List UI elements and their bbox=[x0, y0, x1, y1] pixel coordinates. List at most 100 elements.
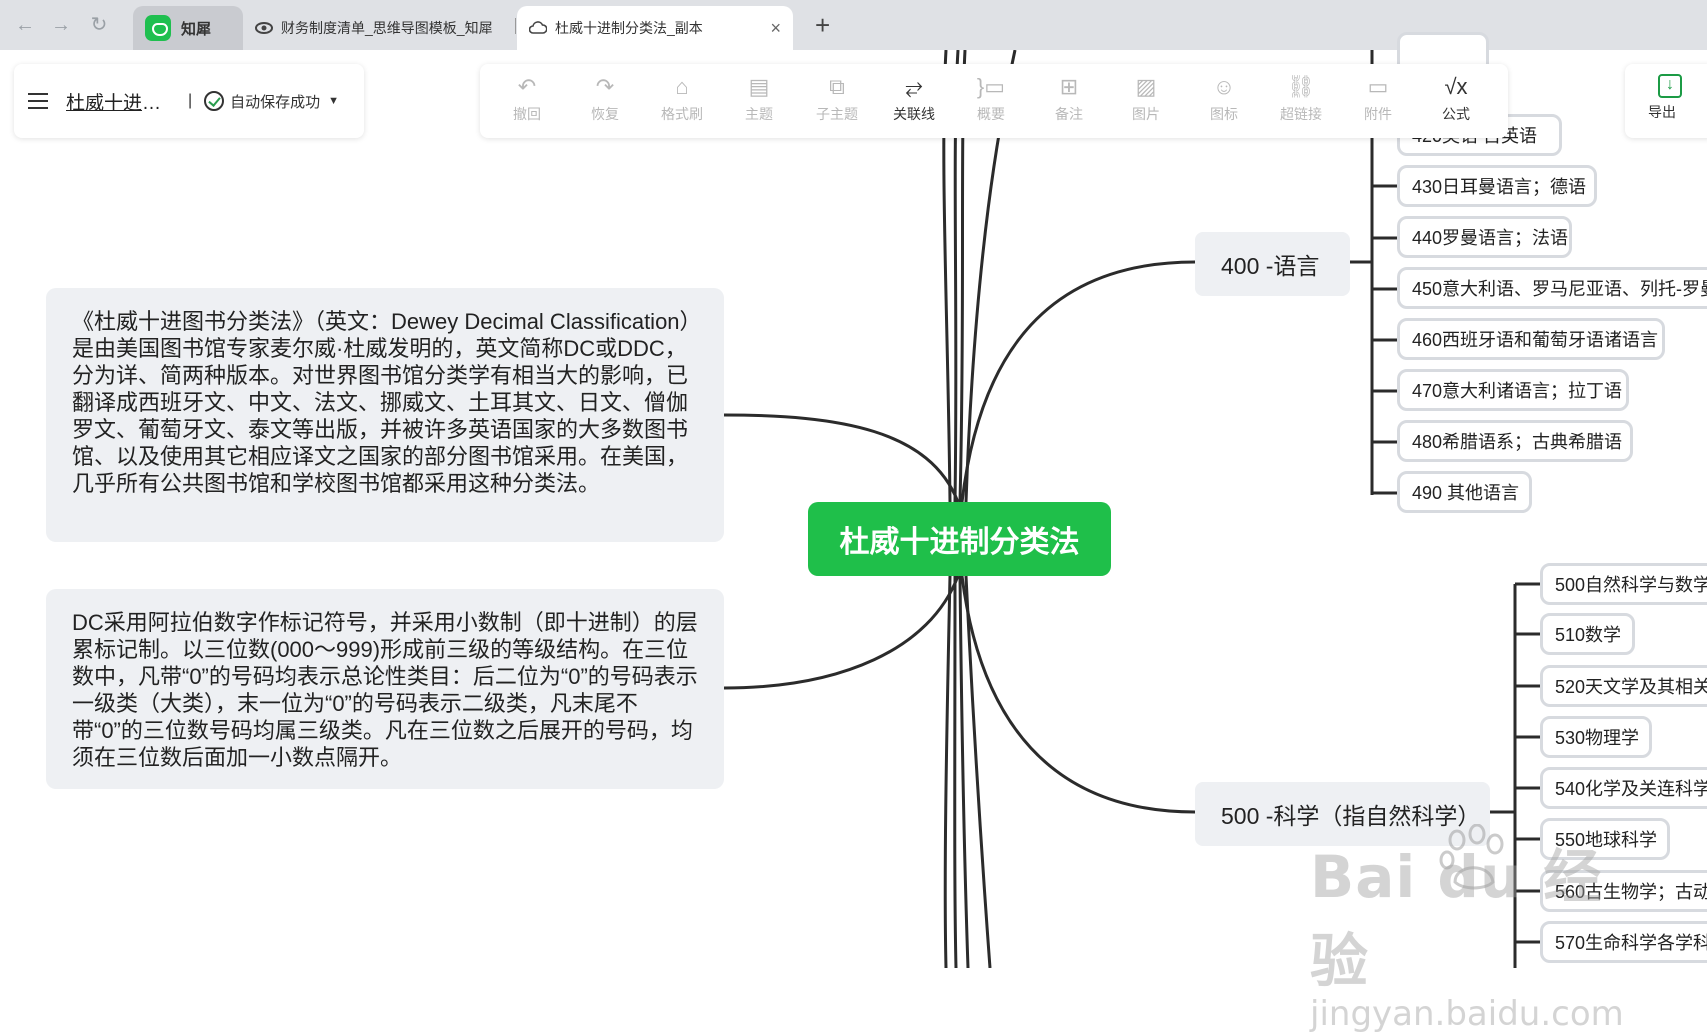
leaf-label: 440罗曼语言；法语 bbox=[1412, 228, 1569, 248]
tool-label: 图标 bbox=[1210, 106, 1238, 122]
tool-label: 附件 bbox=[1364, 106, 1392, 122]
leaf-470[interactable]: 470意大利诸语言；拉丁语 bbox=[1397, 369, 1629, 411]
tool-label: 撤回 bbox=[513, 106, 541, 122]
leaf-label: 540化学及关连科学 bbox=[1555, 779, 1707, 799]
tab-label: 知犀 bbox=[181, 20, 212, 38]
cloud-icon bbox=[529, 21, 547, 34]
forward-arrow-icon[interactable]: → bbox=[51, 14, 71, 36]
tool-label: 主题 bbox=[745, 106, 773, 122]
subtopic-icon: ⧉ bbox=[829, 74, 845, 99]
back-arrow-icon[interactable]: ← bbox=[15, 14, 35, 36]
leaf-label: 480希腊语系；古典希腊语 bbox=[1412, 432, 1623, 452]
note-notation[interactable]: DC采用阿拉伯数字作标记符号，并采用小数制（即十进制）的层累标记制。以三位数(0… bbox=[46, 589, 724, 789]
root-topic[interactable]: 杜威十进制分类法 bbox=[808, 502, 1111, 576]
redo-icon: ↷ bbox=[595, 74, 615, 99]
new-tab-button[interactable]: + bbox=[815, 10, 831, 40]
tab-label: 杜威十进制分类法_副本 bbox=[555, 20, 703, 36]
format-brush-button[interactable]: ⌂ 格式刷 bbox=[650, 72, 714, 132]
tool-label: 概要 bbox=[977, 106, 1005, 122]
leaf-label: 490 其他语言 bbox=[1412, 483, 1520, 503]
tab-finance-template[interactable]: 财务制度清单_思维导图模板_知犀 bbox=[243, 6, 513, 50]
attachment-icon: ▭ bbox=[1367, 74, 1389, 99]
emoji-icon: ☺ bbox=[1212, 74, 1236, 99]
leaf-label: 560古生物学；古动物学 bbox=[1555, 882, 1707, 902]
tool-label: 超链接 bbox=[1280, 106, 1322, 122]
tab-label: 财务制度清单_思维导图模板_知犀 bbox=[281, 20, 493, 36]
check-circle-icon bbox=[204, 91, 225, 111]
note-introduction[interactable]: 《杜威十进图书分类法》（英文：Dewey Decimal Classificat… bbox=[46, 288, 724, 542]
browser-tab-bar: ← → ↻ 知犀 财务制度清单_思维导图模板_知犀 杜威十进制分类法_副本 × … bbox=[0, 0, 1707, 50]
tool-label: 关联线 bbox=[893, 106, 935, 122]
leaf-480[interactable]: 480希腊语系；古典希腊语 bbox=[1397, 420, 1633, 462]
leaf-450[interactable]: 450意大利语、罗马尼亚语、列托-罗曼语 bbox=[1397, 267, 1707, 309]
leaf-430[interactable]: 430日耳曼语言；德语 bbox=[1397, 165, 1597, 207]
branch-500-science[interactable]: 500 -科学（指自然科学） bbox=[1195, 782, 1490, 846]
hamburger-menu-icon[interactable] bbox=[28, 93, 48, 109]
leaf-550[interactable]: 550地球科学 bbox=[1540, 818, 1670, 860]
leaf-label: 520天文学及其相关科学 bbox=[1555, 677, 1707, 697]
leaf-label: 500自然科学与数学 bbox=[1555, 575, 1707, 595]
link-icon: ⛓ bbox=[1287, 74, 1315, 99]
note-button[interactable]: ⊞ 备注 bbox=[1037, 72, 1101, 132]
leaf-460[interactable]: 460西班牙语和葡萄牙语诸语言 bbox=[1397, 318, 1665, 360]
redo-button[interactable]: ↷ 恢复 bbox=[573, 72, 637, 132]
leaf-520[interactable]: 520天文学及其相关科学 bbox=[1540, 665, 1707, 707]
caret-down-icon[interactable]: ▼ bbox=[328, 95, 340, 107]
document-title[interactable]: 杜威十进制分类法_副本 bbox=[66, 92, 176, 114]
note-icon: ⊞ bbox=[1059, 74, 1079, 99]
format-brush-icon: ⌂ bbox=[675, 74, 689, 99]
tool-label: 子主题 bbox=[816, 106, 858, 122]
leaf-label: 450意大利语、罗马尼亚语、列托-罗曼语 bbox=[1412, 279, 1707, 299]
leaf-label: 460西班牙语和葡萄牙语诸语言 bbox=[1412, 330, 1659, 350]
document-header-card: 杜威十进制分类法_副本 | 自动保存成功 ▼ bbox=[14, 64, 364, 138]
topic-icon: ▤ bbox=[748, 74, 770, 99]
mindmap-canvas[interactable]: 《杜威十进图书分类法》（英文：Dewey Decimal Classificat… bbox=[0, 32, 1707, 1034]
summary-button[interactable]: }▭概要 bbox=[959, 72, 1023, 132]
subtopic-button[interactable]: ⧉ 子主题 bbox=[805, 72, 869, 132]
close-icon[interactable]: × bbox=[770, 18, 781, 38]
zhixi-app-icon bbox=[145, 15, 171, 41]
eye-icon bbox=[255, 22, 273, 34]
topic-button[interactable]: ▤ 主题 bbox=[727, 72, 791, 132]
leaf-540[interactable]: 540化学及关连科学 bbox=[1540, 767, 1707, 809]
editor-toolbar: ↶撤回 ↷恢复 ⌂格式刷 ▤主题 ⧉子主题 ⥂关联线 }▭概要 ⊞备注 ▨图片 … bbox=[480, 64, 1508, 138]
leaf-440[interactable]: 440罗曼语言；法语 bbox=[1397, 216, 1572, 258]
leaf-label: 550地球科学 bbox=[1555, 830, 1658, 850]
leaf-label: 530物理学 bbox=[1555, 728, 1640, 748]
tool-label: 公式 bbox=[1442, 106, 1470, 122]
export-button[interactable]: ↓ 导出 bbox=[1625, 64, 1707, 138]
tool-label: 恢复 bbox=[591, 106, 619, 122]
formula-button[interactable]: √x 公式 bbox=[1424, 72, 1488, 132]
watermark-url-text: jingyan.baidu.com bbox=[1310, 994, 1624, 1034]
download-icon: ↓ bbox=[1658, 74, 1682, 98]
reload-icon[interactable]: ↻ bbox=[90, 14, 108, 36]
save-status: 自动保存成功 bbox=[230, 93, 321, 111]
header-separator: | bbox=[188, 92, 193, 109]
undo-button[interactable]: ↶ 撤回 bbox=[495, 72, 559, 132]
attachment-button[interactable]: ▭ 附件 bbox=[1346, 72, 1410, 132]
leaf-490[interactable]: 490 其他语言 bbox=[1397, 471, 1532, 513]
relation-line-button[interactable]: ⥂ 关联线 bbox=[882, 72, 946, 132]
leaf-560[interactable]: 560古生物学；古动物学 bbox=[1540, 870, 1707, 912]
leaf-530[interactable]: 530物理学 bbox=[1540, 716, 1652, 758]
tool-label: 格式刷 bbox=[661, 106, 703, 122]
tool-label: 备注 bbox=[1055, 106, 1083, 122]
leaf-510[interactable]: 510数学 bbox=[1540, 613, 1635, 655]
branch-400-language[interactable]: 400 -语言 bbox=[1195, 232, 1350, 296]
tool-label: 图片 bbox=[1132, 106, 1160, 122]
leaf-label: 470意大利诸语言；拉丁语 bbox=[1412, 381, 1623, 401]
formula-icon: √x bbox=[1444, 74, 1468, 99]
tab-dewey-copy[interactable]: 杜威十进制分类法_副本 × bbox=[517, 6, 793, 50]
leaf-label: 510数学 bbox=[1555, 625, 1622, 645]
image-button[interactable]: ▨ 图片 bbox=[1114, 72, 1178, 132]
tab-divider bbox=[515, 18, 516, 34]
emoji-button[interactable]: ☺ 图标 bbox=[1192, 72, 1256, 132]
leaf-500[interactable]: 500自然科学与数学 bbox=[1540, 563, 1707, 605]
hyperlink-button[interactable]: ⛓ 超链接 bbox=[1269, 72, 1333, 132]
relation-line-icon: ⥂ bbox=[905, 74, 923, 99]
undo-icon: ↶ bbox=[517, 74, 537, 99]
leaf-570[interactable]: 570生命科学各学科 bbox=[1540, 921, 1707, 963]
leaf-label: 430日耳曼语言；德语 bbox=[1412, 177, 1587, 197]
tab-zhixi[interactable]: 知犀 bbox=[133, 6, 243, 50]
image-icon: ▨ bbox=[1135, 74, 1157, 99]
